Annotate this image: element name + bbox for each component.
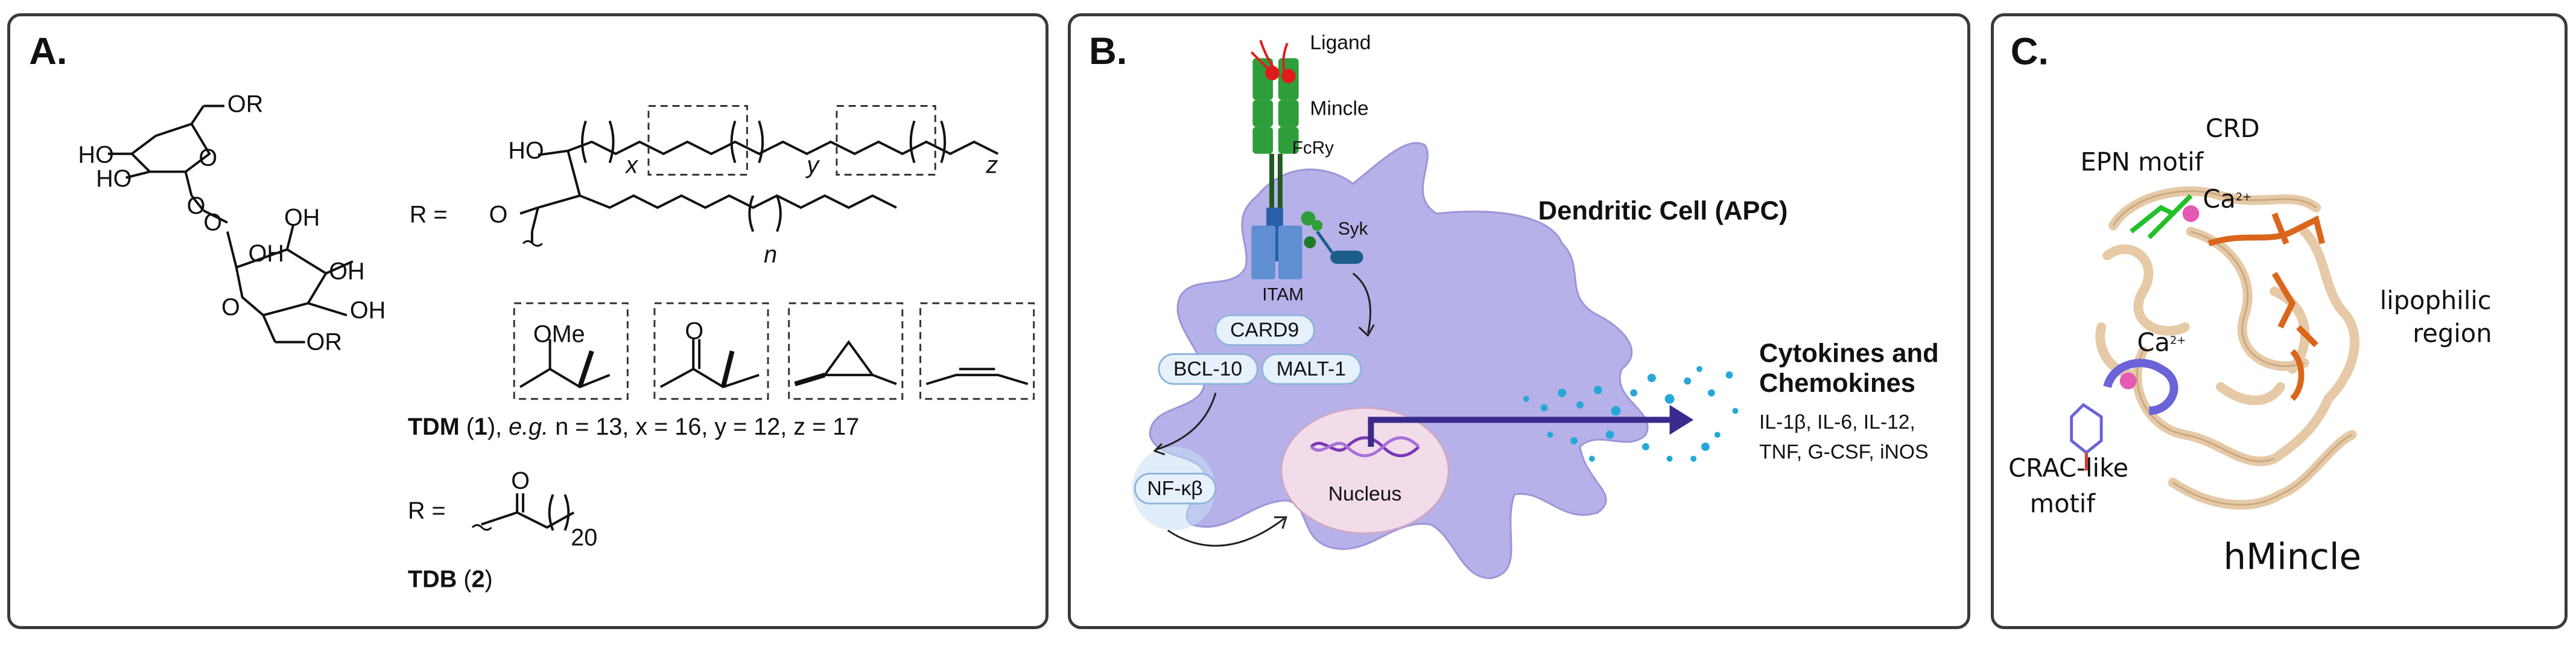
panel-c-structure: C. CRD	[2008, 30, 2492, 578]
card9-label: CARD9	[1230, 319, 1299, 342]
ring-o-bottom: O	[221, 294, 240, 321]
malt1-node	[1261, 353, 1362, 385]
tdm-example: e.g.	[509, 414, 548, 440]
cytokines-list-1: IL-1β, IL-6, IL-12,	[1759, 411, 1915, 433]
tdm-number: 1	[474, 414, 487, 440]
nucleus-label: Nucleus	[1328, 483, 1402, 505]
syk-label: Syk	[1338, 219, 1368, 238]
panel-b: B. Ligand Mincle FcRy Syk ITAM CARD9	[1068, 13, 1970, 629]
tdb-caption: TDB (2)	[408, 566, 493, 593]
sub-y: y	[805, 152, 820, 178]
bcl10-node	[1158, 353, 1258, 385]
dashed-boxes	[513, 105, 1035, 400]
lipophilic-label-1: lipophilic	[2380, 286, 2492, 315]
epn-motif-label: EPN motif	[2080, 147, 2204, 177]
r-equals-label-2: R =	[408, 497, 446, 524]
panel-b-pathway: B. Ligand Mincle FcRy Syk ITAM CARD9	[1089, 30, 1939, 580]
sub-x: x	[624, 152, 638, 178]
tdm-name: TDM	[408, 414, 460, 440]
hmincle-title: hMincle	[2223, 537, 2361, 578]
transcription-arrow	[1368, 417, 1670, 447]
sub-z: z	[985, 152, 998, 178]
carbonyl-o-label-3: O	[511, 467, 530, 494]
crac-label-2: motif	[2030, 489, 2096, 519]
oh-label-4: OH	[284, 205, 320, 231]
tdb-number: 2	[472, 566, 485, 593]
calcium-ion-top	[2182, 205, 2200, 222]
mycolic-acid-chain	[519, 120, 999, 247]
panel-c-label: C.	[2011, 30, 2049, 72]
calcium-ion-bottom	[2119, 373, 2137, 389]
carbonyl-o-label-2: O	[685, 318, 703, 345]
oh-label-3: OH	[350, 297, 385, 324]
cytokines-title-2: Chemokines	[1759, 369, 1915, 398]
epn-motif-residues	[2130, 194, 2193, 240]
malt1-label: MALT-1	[1277, 358, 1346, 380]
crac-label-1: CRAC-like	[2008, 453, 2128, 482]
cytokine-dots	[1523, 366, 1739, 462]
panel-a-structures: A. OR HO HO O O O OH OH OH O OR OH R = H…	[29, 30, 1035, 593]
crd-label: CRD	[2206, 114, 2260, 143]
behenate-chain	[471, 493, 575, 531]
or-label-bottom: OR	[306, 329, 342, 356]
crac-motif-residues	[2103, 359, 2178, 415]
or-label-top: OR	[227, 91, 263, 117]
signal-arrows	[1153, 272, 1375, 547]
panel-a: A. OR HO HO O O O OH OH OH O OR OH R = H…	[7, 13, 1048, 629]
oh-label-1: OH	[249, 240, 284, 267]
nfkb-label: NF-κβ	[1147, 478, 1203, 500]
ligand-label: Ligand	[1310, 31, 1371, 54]
tdm-caption: TDM (1), e.g. n = 13, x = 16, y = 12, z …	[408, 414, 859, 440]
nfkb-node	[1134, 473, 1217, 505]
cytokines-title-1: Cytokines and	[1759, 339, 1939, 368]
panel-b-label: B.	[1089, 30, 1127, 72]
cell-title: Dendritic Cell (APC)	[1538, 197, 1788, 226]
lipophilic-label-2: region	[2413, 319, 2492, 348]
ca-top-label: Ca2+	[2203, 184, 2251, 214]
syk-icon	[1316, 231, 1363, 264]
motif-shapes	[519, 339, 1029, 389]
ring-o-top: O	[198, 145, 217, 171]
bcl10-label: BCL-10	[1173, 358, 1242, 380]
panel-a-label: A.	[29, 30, 67, 72]
fcry-label: FcRy	[1292, 138, 1334, 158]
crac-sidechain	[2070, 403, 2103, 471]
itam-label: ITAM	[1262, 284, 1304, 304]
cytokines-list-2: TNF, G-CSF, iNOS	[1759, 441, 1928, 464]
ribbon-outline	[2112, 190, 2353, 506]
mincle-label: Mincle	[1310, 97, 1368, 120]
sub-20: 20	[571, 524, 597, 551]
ho-label-2: HO	[96, 165, 132, 192]
transcription-arrowhead	[1669, 405, 1694, 435]
ca-bottom-label: Ca2+	[2137, 327, 2186, 357]
carbonyl-o-label-1: O	[489, 202, 508, 228]
trehalose-upper-ring	[107, 104, 228, 224]
mincle-receptor	[1252, 58, 1299, 214]
ho-chain-label: HO	[508, 138, 544, 164]
dna-icon-strand	[1310, 436, 1420, 458]
sub-n: n	[764, 241, 777, 268]
panel-c: C. CRD	[1991, 13, 2568, 629]
dna-icon	[1310, 436, 1420, 458]
tdm-values: n = 13, x = 16, y = 12, z = 17	[555, 414, 859, 440]
ligand-icon	[1250, 39, 1296, 83]
lipophilic-residues	[2207, 213, 2326, 401]
trehalose-lower-ring	[226, 225, 354, 344]
itam-complex	[1251, 207, 1323, 280]
ome-label: OMe	[533, 321, 585, 348]
linker-o-2: O	[203, 209, 222, 235]
ho-label-1: HO	[78, 142, 113, 168]
card9-node	[1214, 314, 1315, 347]
oh-label-2: OH	[329, 258, 364, 285]
r-equals-label-1: R =	[410, 202, 448, 228]
linker-o-1: O	[187, 193, 206, 219]
nucleus	[1280, 407, 1450, 535]
tdb-name: TDB	[408, 566, 457, 593]
